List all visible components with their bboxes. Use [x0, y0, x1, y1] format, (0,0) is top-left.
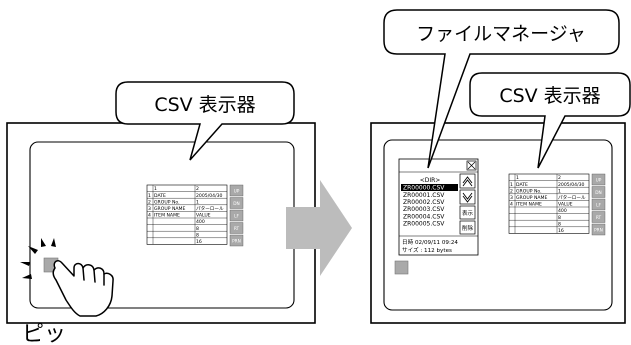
- right-device: <DIR> ZR00000.CSVZR00001.CSVZR00002.CSVZ…: [370, 9, 631, 324]
- file-manager-callout-label: ファイルマネージャ: [416, 23, 586, 45]
- left-csv-cell-r4-c0: 4: [148, 213, 151, 219]
- right-csv-cell-r4-c0: 4: [510, 202, 513, 208]
- left-csv-cell-r1-c0: 1: [148, 193, 151, 199]
- right-csv-btn-label-lf: LF: [596, 202, 601, 208]
- right-csv-btn-rt[interactable]: [591, 211, 606, 223]
- right-csv-btn-label-rt: RT: [596, 215, 602, 221]
- right-csv-cell-r0-c2: 2: [558, 175, 561, 181]
- right-csv-cell-r1-c1: DATE: [516, 182, 528, 188]
- left-csv-cell-r2-c1: GROUP No.: [154, 199, 180, 205]
- right-csv-btn-prn[interactable]: [591, 223, 606, 236]
- left-csv-btn-label-prn: PRN: [232, 238, 241, 244]
- right-csv-btn-up[interactable]: [591, 173, 606, 186]
- file-item[interactable]: ZR00004.CSV: [403, 213, 445, 220]
- left-csv-cell-r8-c2: 16: [196, 239, 202, 245]
- file-item[interactable]: ZR00002.CSV: [403, 199, 445, 206]
- left-csv-btn-label-lf: LF: [234, 213, 239, 219]
- right-csv-cell-r2-c0: 2: [510, 188, 513, 194]
- left-csv-cell-r3-c0: 3: [148, 206, 151, 212]
- left-csv-btn-dn[interactable]: [229, 197, 244, 209]
- right-csv-btn-label-prn: PRN: [594, 227, 603, 233]
- left-csv-btn-label-dn: DN: [233, 201, 240, 207]
- left-csv-cell-r2-c0: 2: [148, 199, 151, 205]
- scroll-up-button[interactable]: [459, 173, 476, 189]
- delete-button[interactable]: [459, 220, 476, 235]
- right-csv-cell-r3-c0: 3: [510, 195, 513, 201]
- touch-sound-label: ピッ: [22, 322, 66, 345]
- file-item[interactable]: ZR00005.CSV: [403, 221, 445, 228]
- right-csv-cell-r6-c2: 8: [558, 215, 561, 221]
- right-csv-cell-r7-c2: 8: [558, 221, 561, 227]
- left-csv-cell-r1-c2: 2005/04/30: [196, 193, 223, 199]
- left-csv-cell-r2-c2: 1: [196, 199, 199, 205]
- left-csv-btn-up[interactable]: [229, 184, 244, 197]
- left-csv-btn-lf[interactable]: [229, 209, 244, 222]
- left-csv-btn-prn[interactable]: [229, 234, 244, 247]
- left-csv-cell-r4-c1: ITEM NAME: [154, 213, 180, 219]
- left-csv-btn-label-rt: RT: [234, 226, 240, 232]
- right-csv-cell-r2-c2: 1: [558, 188, 561, 194]
- display-button[interactable]: [459, 205, 476, 220]
- right-csv-cell-r1-c0: 1: [510, 182, 513, 188]
- file-size: サイズ : 112 bytes: [402, 246, 452, 254]
- file-item[interactable]: ZR00000.CSV: [403, 185, 445, 192]
- left-csv-cell-r5-c2: 400: [196, 219, 205, 225]
- transition-arrow: [286, 180, 352, 276]
- right-csv-btn-label-dn: DN: [595, 190, 602, 196]
- left-csv-cell-r1-c1: DATE: [154, 193, 166, 199]
- left-csv-btn-label-up: UP: [234, 188, 240, 194]
- right-csv-cell-r4-c2: VALUE: [558, 202, 573, 208]
- right-csv-cell-r5-c2: 400: [558, 208, 567, 214]
- right-csv-callout: CSV 表示器: [469, 72, 631, 169]
- file-date: 日時 02/09/11 09:24: [402, 238, 458, 246]
- right-csv-btn-dn[interactable]: [591, 186, 606, 198]
- right-csv-cell-r8-c2: 16: [558, 228, 564, 234]
- right-csv-cell-r2-c1: GROUP No.: [516, 188, 542, 194]
- right-csv-cell-r4-c1: ITEM NAME: [516, 202, 542, 208]
- left-callout: CSV 表示器: [115, 81, 295, 161]
- right-csv-btn-label-up: UP: [596, 177, 602, 183]
- left-csv-cell-r4-c2: VALUE: [196, 213, 211, 219]
- right-csv-cell-r3-c1: GROUP NAME: [516, 195, 548, 201]
- left-csv-cell-r3-c1: GROUP NAME: [154, 206, 186, 212]
- tap-marks: [20, 238, 56, 279]
- file-manager-callout: ファイルマネージャ: [383, 9, 620, 169]
- dir-label: <DIR>: [420, 177, 441, 184]
- file-item[interactable]: ZR00003.CSV: [403, 206, 445, 213]
- file-manager-switch-right[interactable]: [394, 260, 409, 275]
- delete-button-label: 削除: [462, 224, 474, 232]
- display-button-label: 表示: [462, 209, 474, 217]
- left-csv-btn-rt[interactable]: [229, 222, 244, 234]
- file-manager-window: <DIR> ZR00000.CSVZR00001.CSVZR00002.CSVZ…: [398, 158, 479, 256]
- right-csv-cell-r0-c1: 1: [516, 175, 519, 181]
- right-csv-btn-lf[interactable]: [591, 198, 606, 211]
- left-csv-cell-r3-c2: パターロール: [196, 205, 224, 212]
- hand-pointer-icon: [52, 260, 114, 317]
- left-csv-cell-r6-c2: 8: [196, 226, 199, 232]
- left-callout-label: CSV 表示器: [154, 94, 255, 116]
- right-csv-callout-label: CSV 表示器: [499, 85, 600, 107]
- double-up-arrow-icon: [462, 176, 473, 187]
- file-item[interactable]: ZR00001.CSV: [403, 192, 445, 199]
- right-csv-cell-r1-c2: 2005/04/30: [558, 182, 585, 188]
- right-csv-cell-r3-c2: パターロール: [558, 194, 586, 201]
- file-item-selected-bg: [401, 184, 458, 191]
- double-down-arrow-icon: [462, 192, 473, 203]
- left-csv-cell-r0-c1: 1: [154, 186, 157, 192]
- left-csv-cell-r7-c2: 8: [196, 232, 199, 238]
- left-csv-cell-r0-c2: 2: [196, 186, 199, 192]
